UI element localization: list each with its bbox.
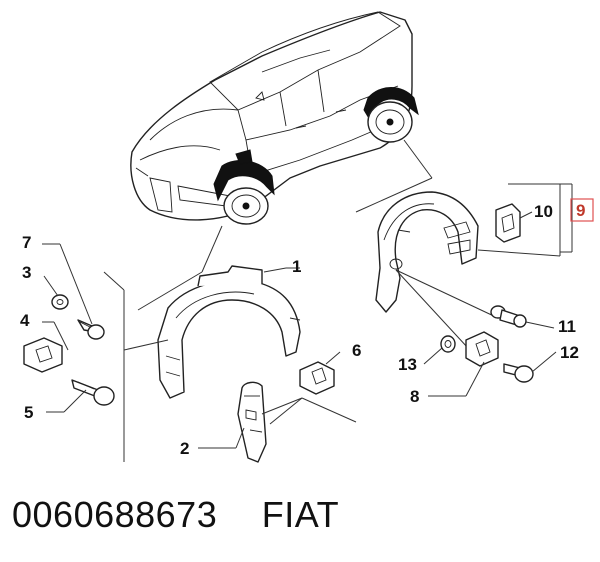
clip-6 xyxy=(299,361,335,395)
nut-13 xyxy=(440,335,456,353)
screw-11 xyxy=(490,305,527,328)
clip-4 xyxy=(23,337,63,373)
callout-3: 3 xyxy=(22,263,31,282)
callout-1: 1 xyxy=(292,257,301,276)
part-number: 0060688673 xyxy=(12,494,218,535)
clip-8 xyxy=(465,331,499,367)
callout-5: 5 xyxy=(24,403,33,422)
callout-2: 2 xyxy=(180,439,189,458)
callout-11: 11 xyxy=(558,317,576,336)
nut-3 xyxy=(51,294,69,310)
front-wheel-arch-liner xyxy=(157,265,301,399)
callout-13: 13 xyxy=(398,355,417,374)
brand-name: FIAT xyxy=(261,494,340,535)
callout-12: 12 xyxy=(560,343,579,362)
screw-7 xyxy=(77,319,105,340)
callout-4: 4 xyxy=(20,311,30,330)
callout-6: 6 xyxy=(352,341,361,360)
footer: 0060688673 FIAT xyxy=(12,494,339,538)
car-illustration xyxy=(130,11,419,225)
clip-10 xyxy=(495,203,521,243)
screw-5 xyxy=(71,379,115,406)
rear-wheel-arch-liner xyxy=(375,191,479,313)
parts-diagram: 1 2 3 4 5 6 7 8 9 10 11 12 13 xyxy=(20,11,594,463)
front-splash-shield xyxy=(237,381,267,463)
callout-9-highlight xyxy=(570,198,594,222)
callout-10: 10 xyxy=(534,202,553,221)
callout-7: 7 xyxy=(22,233,31,252)
callout-9: 9 xyxy=(576,201,585,220)
screw-12 xyxy=(503,363,534,383)
callout-8: 8 xyxy=(410,387,419,406)
